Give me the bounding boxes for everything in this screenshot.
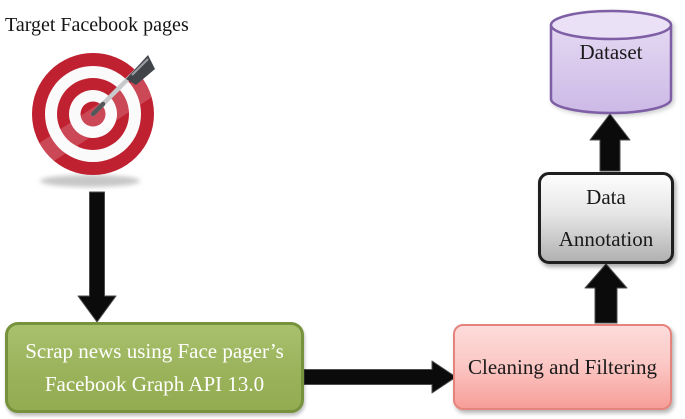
dataset-label: Dataset	[579, 39, 643, 64]
dataset-cylinder-shape	[549, 9, 673, 115]
cylinder-top	[549, 9, 673, 41]
arrow-scrape-to-cleaning	[303, 360, 457, 394]
cylinder-body	[549, 25, 673, 115]
node-cleaning-filtering: Cleaning and Filtering	[453, 324, 672, 410]
arrow-cleaning-to-annotation	[584, 263, 628, 324]
cleaning-filtering-label: Cleaning and Filtering	[468, 354, 657, 379]
target-gloss-highlight	[32, 66, 154, 166]
dart	[90, 55, 155, 117]
target-shadow	[40, 175, 140, 187]
arrow-annotation-to-dataset	[589, 113, 631, 172]
arrow-target-to-scrape	[77, 191, 117, 323]
node-data-annotation: Data Annotation	[538, 172, 674, 264]
scrape-news-line2: Facebook Graph API 13.0	[44, 371, 265, 396]
data-annotation-line2: Annotation	[558, 227, 654, 251]
bullseye-dart-icon	[32, 53, 155, 187]
scrape-news-line1: Scrap news using Face pager’s	[25, 338, 284, 363]
data-annotation-line1: Data	[586, 185, 626, 209]
node-scrape-news: Scrap news using Face pager’s Facebook G…	[5, 322, 304, 413]
diagram-title: Target Facebook pages	[5, 14, 189, 36]
